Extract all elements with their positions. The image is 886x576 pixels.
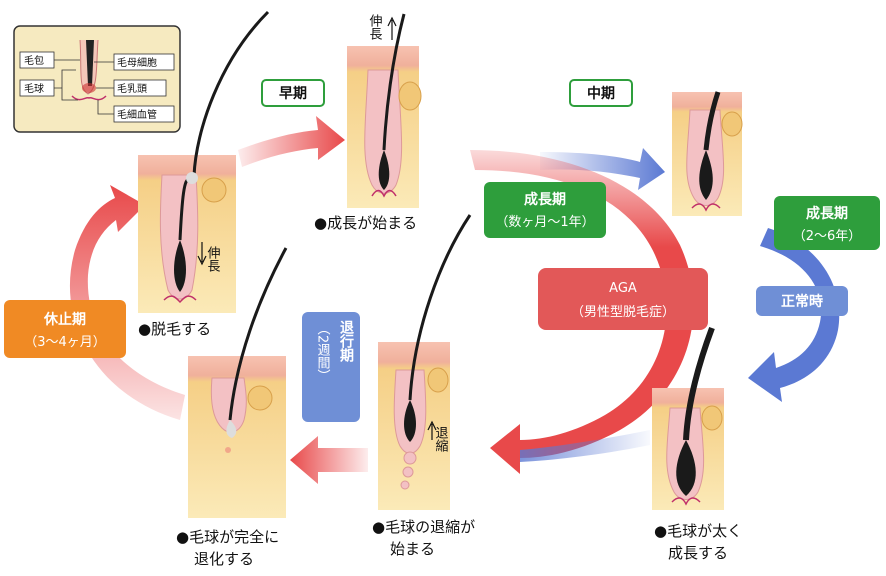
shrink-note-text: 退縮 [433,426,449,452]
panel-thick [652,326,724,510]
caption-thick-1: ●毛球が太く [654,522,742,540]
caption-shrink-1: ●毛球の退縮が [372,518,475,536]
caption-shrink-2: 始まる [390,540,435,558]
regression-title: 退行期 [338,320,355,363]
arrow-thick-to-shrink [520,430,650,462]
caption-early: ●成長が始まる [314,214,417,232]
middle-label-text: 中期 [587,85,615,102]
growth-aga-title: 成長期 [524,191,566,208]
caption-thick-2: 成長する [668,544,728,562]
caption-shedding: ●脱毛する [138,320,211,338]
regression-period: （2週間） [315,322,331,382]
legend-follicle: 毛包 [24,54,44,67]
arrow-early-to-middle [540,148,665,190]
caption-complete-2: 退化する [194,550,254,568]
legend-capillary: 毛細血管 [117,108,157,121]
normal-condition-text: 正常時 [781,293,823,310]
arrow-aga [470,150,694,474]
caption-complete-1: ●毛球が完全に [176,528,279,546]
growth-normal-label: 成長期 （2〜6年） [774,196,880,250]
legend-box: 毛包 毛球 毛母細胞 毛乳頭 毛細血管 [13,25,181,133]
panel-complete [188,247,288,518]
aga-sub: （男性型脱毛症） [571,305,675,320]
panel-shedding: 伸長 [138,10,270,313]
legend-matrix-cell: 毛母細胞 [117,56,157,69]
early-label-text: 早期 [279,86,307,102]
normal-condition-label: 正常時 [756,286,848,316]
growth-normal-period: （2〜6年） [793,229,862,244]
panel-early: 伸長 [347,13,422,208]
resting-period: （3〜4ヶ月） [24,335,106,350]
arrow-resting-to-shedding [69,185,185,420]
shedding-growth-text: 伸長 [205,246,221,272]
arrow-middle-to-thick [748,228,840,402]
aga-title: AGA [609,281,637,296]
growth-normal-title: 成長期 [806,205,848,222]
arrow-shrink-to-complete [290,436,368,484]
resting-label: 休止期 （3〜4ヶ月） [4,300,126,358]
arrow-shedding-to-early [238,116,345,167]
early-label: 早期 [261,79,325,107]
panel-shrink: 退縮 [378,214,472,510]
growth-aga-label: 成長期 （数ヶ月〜1年） [484,182,606,238]
early-growth-text: 伸長 [367,14,383,40]
middle-label: 中期 [569,79,633,107]
regression-label: 退行期 （2週間） [302,312,360,422]
growth-aga-period: （数ヶ月〜1年） [495,215,594,230]
resting-title: 休止期 [43,311,86,328]
aga-label: AGA （男性型脱毛症） [538,268,708,330]
panel-middle [672,91,743,216]
legend-papilla: 毛乳頭 [117,82,147,95]
legend-bulb: 毛球 [24,82,44,95]
